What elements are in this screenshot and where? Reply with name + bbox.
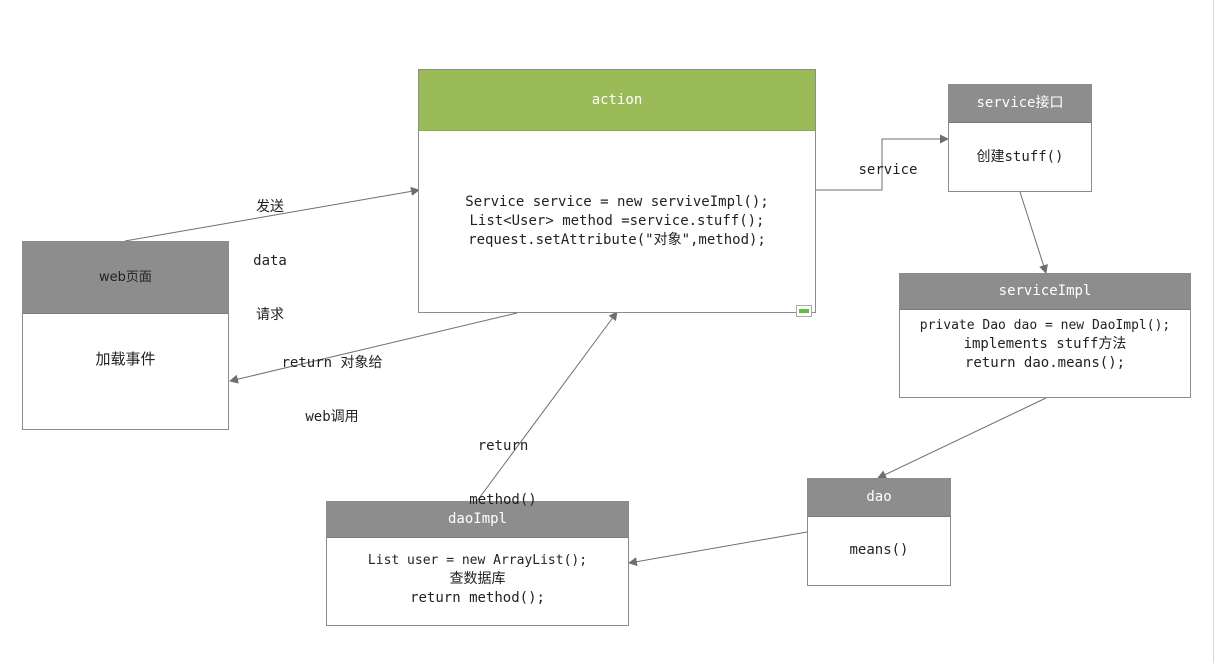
arrow-daoimpl-to-action: [476, 311, 618, 502]
action-code-line-3: request.setAttribute("对象",method);: [468, 232, 766, 248]
shape-resize-handle-icon[interactable]: [796, 305, 812, 317]
action-node[interactable]: action Service service = new serviveImpl…: [418, 69, 816, 313]
dao-impl-line-3: return method();: [410, 590, 545, 606]
dao-impl-line-1: List user = new ArrayList();: [367, 553, 588, 568]
arrow-action-to-web: [229, 312, 518, 384]
web-page-event: 加载事件: [95, 350, 156, 368]
action-node-body: Service service = new serviveImpl(); Lis…: [419, 131, 815, 250]
edge-label-daoimpl-to-action-line-2: method(): [469, 492, 537, 508]
edge-label-action-to-web: return 对象给 web调用: [262, 318, 402, 444]
service-interface-body: 创建stuff(): [949, 123, 1091, 167]
arrow-serviceimpl-to-dao: [877, 397, 1047, 479]
dao-body: means(): [808, 517, 950, 560]
edge-label-daoimpl-to-action-line-1: return: [477, 438, 529, 454]
edge-label-web-to-action-line-1: 发送: [256, 199, 284, 215]
arrow-service-to-serviceimpl: [1019, 191, 1048, 274]
action-node-header: action: [419, 70, 815, 131]
edge-label-web-to-action-line-3: 请求: [256, 307, 284, 323]
dao-impl-line-2: 查数据库: [449, 571, 506, 587]
service-interface-node[interactable]: service接口 创建stuff(): [948, 84, 1092, 192]
dao-header: dao: [808, 479, 950, 517]
arrow-action-to-service: [816, 134, 949, 191]
service-interface-header: service接口: [949, 85, 1091, 123]
web-page-node[interactable]: web页面 加载事件: [22, 241, 229, 430]
dao-method: means(): [849, 542, 909, 558]
service-interface-method: 创建stuff(): [976, 149, 1064, 165]
arrow-web-to-action: [124, 186, 420, 242]
canvas-edge-line: [1213, 0, 1214, 663]
service-impl-body: private Dao dao = new DaoImpl(); impleme…: [900, 310, 1190, 373]
edge-label-action-to-web-line-2: web调用: [305, 409, 359, 425]
edge-label-daoimpl-to-action: return method(): [458, 401, 548, 527]
service-impl-header: serviceImpl: [900, 274, 1190, 310]
service-impl-node[interactable]: serviceImpl private Dao dao = new DaoImp…: [899, 273, 1191, 398]
arrow-dao-to-daoimpl: [628, 531, 808, 567]
edge-label-action-to-service: service: [848, 125, 928, 197]
dao-impl-body: List user = new ArrayList(); 查数据库 return…: [327, 538, 628, 608]
edge-label-action-to-web-line-1: return 对象给: [281, 355, 383, 371]
edge-label-action-to-service-line-1: service: [858, 162, 918, 178]
web-page-node-body: 加载事件: [23, 314, 228, 369]
service-impl-line-1: private Dao dao = new DaoImpl();: [919, 318, 1171, 333]
edge-label-web-to-action-line-2: data: [253, 253, 287, 269]
edge-label-web-to-action: 发送 data 请求: [230, 162, 310, 342]
action-code-line-1: Service service = new serviveImpl();: [465, 194, 769, 210]
web-page-node-header: web页面: [23, 242, 228, 314]
dao-impl-node[interactable]: daoImpl List user = new ArrayList(); 查数据…: [326, 501, 629, 626]
dao-node[interactable]: dao means(): [807, 478, 951, 586]
service-impl-line-2: implements stuff方法: [963, 336, 1127, 352]
dao-impl-header: daoImpl: [327, 502, 628, 538]
action-code-line-2: List<User> method =service.stuff();: [469, 213, 765, 229]
service-impl-line-3: return dao.means();: [964, 355, 1126, 371]
